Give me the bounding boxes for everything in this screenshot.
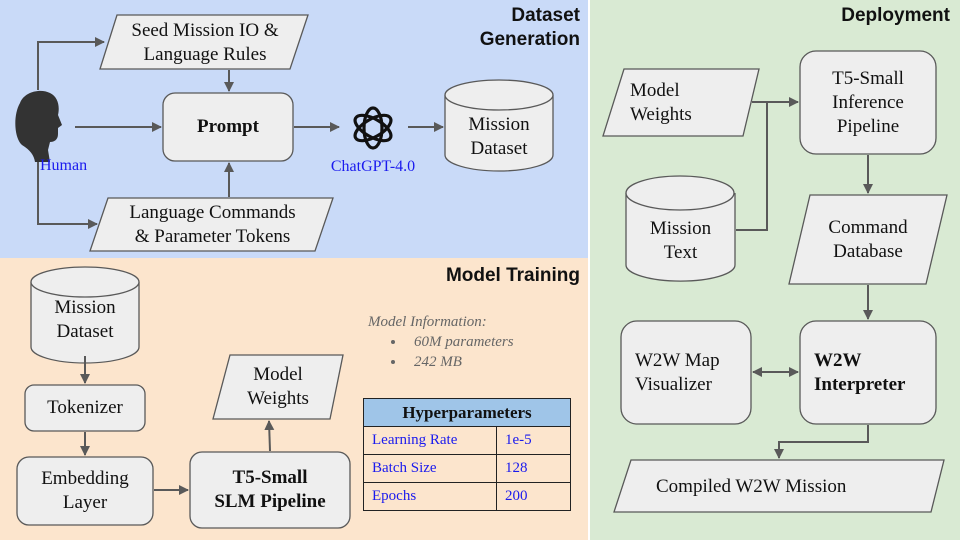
node-text: Seed Mission IO &	[131, 20, 279, 41]
hyperparameters-header: Hyperparameters	[363, 398, 571, 427]
language-commands-node[interactable]: Language Commands & Parameter Tokens	[100, 199, 325, 251]
map-visualizer-node[interactable]: W2W Map Visualizer	[621, 321, 751, 424]
compiled-mission-node[interactable]: Compiled W2W Mission	[656, 476, 847, 497]
chatgpt-logo-icon	[353, 106, 393, 150]
deploy-weights-node[interactable]: Model Weights	[612, 78, 722, 128]
dataset-generation-title: Dataset Generation	[480, 4, 580, 52]
mission-dataset-cylinder	[444, 79, 554, 172]
param-value: 200	[496, 482, 571, 511]
mission-dataset-node[interactable]: Mission Dataset	[445, 112, 553, 162]
node-text: Language Rules	[143, 44, 267, 65]
prompt-node[interactable]: Prompt	[197, 116, 259, 137]
model-info-heading: Model Information:	[368, 314, 487, 330]
node-text: T5-Small	[832, 67, 904, 89]
node-text: & Parameter Tokens	[134, 226, 291, 247]
interpreter-node[interactable]: W2W Interpreter	[800, 321, 936, 424]
node-text: Inference	[832, 91, 904, 113]
arrow-text-to-inference	[736, 102, 768, 231]
inference-pipeline-node[interactable]: T5-Small Inference Pipeline	[800, 51, 936, 154]
node-text: Database	[833, 241, 903, 262]
seed-io-shape	[99, 14, 309, 70]
t5-pipeline-shape	[189, 451, 351, 529]
node-text: Mission	[649, 218, 712, 239]
t5-pipeline-node[interactable]: T5-Small SLM Pipeline	[190, 452, 350, 528]
node-text: T5-Small	[232, 467, 308, 488]
command-database-node[interactable]: Command Database	[800, 214, 936, 266]
node-text: SLM Pipeline	[214, 491, 326, 512]
human-label: Human	[40, 157, 88, 174]
hyperparameters-table: Hyperparameters Learning Rate 1e-5 Batch…	[363, 398, 571, 511]
model-weights-node[interactable]: Model Weights	[222, 362, 334, 412]
node-text: Language Commands	[129, 202, 296, 223]
language-commands-shape	[89, 197, 334, 252]
node-text: Dataset	[470, 138, 528, 159]
node-text: W2W Map	[635, 349, 720, 371]
tokenizer-shape	[24, 384, 146, 432]
model-weights-shape	[212, 354, 344, 420]
tokenizer-node[interactable]: Tokenizer	[47, 397, 123, 418]
arrow-human-to-commands	[37, 162, 98, 229]
node-text: Model	[253, 364, 303, 385]
model-training-title: Model Training	[445, 265, 580, 286]
arrow-interpreter-to-compiled	[774, 425, 869, 459]
embedding-node[interactable]: Embedding Layer	[17, 457, 153, 525]
deployment-title: Deployment	[841, 5, 950, 26]
node-text: Interpreter	[814, 373, 906, 395]
model-info-item: 60M parameters	[406, 332, 514, 352]
inference-pipeline-shape	[799, 50, 937, 155]
training-dataset-node[interactable]: Mission Dataset	[31, 295, 139, 345]
param-name: Batch Size	[363, 454, 497, 483]
interpreter-shape	[799, 320, 937, 425]
node-text: Command	[828, 217, 908, 238]
mission-text-cylinder	[625, 175, 736, 282]
table-row: Epochs 200	[363, 482, 571, 511]
title-line: Dataset	[511, 5, 580, 26]
node-text: Weights	[630, 104, 692, 125]
mission-text-node[interactable]: Mission Text	[626, 216, 735, 266]
model-information: Model Information: 60M parameters 242 MB	[368, 312, 514, 372]
node-text: Weights	[247, 388, 309, 409]
model-info-item: 242 MB	[406, 352, 514, 372]
seed-io-node[interactable]: Seed Mission IO & Language Rules	[110, 17, 300, 69]
node-text: W2W	[814, 349, 862, 371]
node-text: Mission	[54, 297, 116, 318]
title-line: Generation	[479, 29, 580, 50]
table-row: Batch Size 128	[363, 454, 571, 483]
command-database-shape	[788, 194, 948, 285]
node-text: Mission	[468, 114, 530, 135]
arrow-t5-to-weights	[264, 420, 275, 452]
arrow-human-to-seed	[37, 37, 105, 90]
param-name: Learning Rate	[363, 426, 497, 455]
node-text: Pipeline	[836, 115, 900, 137]
node-text: Embedding	[41, 468, 129, 489]
node-text: Text	[663, 242, 698, 263]
node-text: Model	[630, 80, 680, 101]
param-name: Epochs	[363, 482, 497, 511]
compiled-mission-shape	[613, 459, 945, 513]
training-dataset-cylinder	[30, 266, 140, 364]
chatgpt-label: ChatGPT-4.0	[330, 158, 416, 175]
param-value: 128	[496, 454, 571, 483]
node-text: Layer	[62, 492, 108, 513]
prompt-shape	[162, 92, 294, 162]
map-visualizer-shape	[620, 320, 752, 425]
node-text: Visualizer	[635, 373, 712, 395]
table-row: Learning Rate 1e-5	[363, 426, 571, 455]
deploy-weights-shape	[602, 68, 760, 137]
human-head-icon	[15, 90, 62, 162]
embedding-shape	[16, 456, 154, 526]
param-value: 1e-5	[496, 426, 571, 455]
node-text: Dataset	[56, 321, 114, 342]
model-info-list: 60M parameters 242 MB	[368, 332, 514, 372]
